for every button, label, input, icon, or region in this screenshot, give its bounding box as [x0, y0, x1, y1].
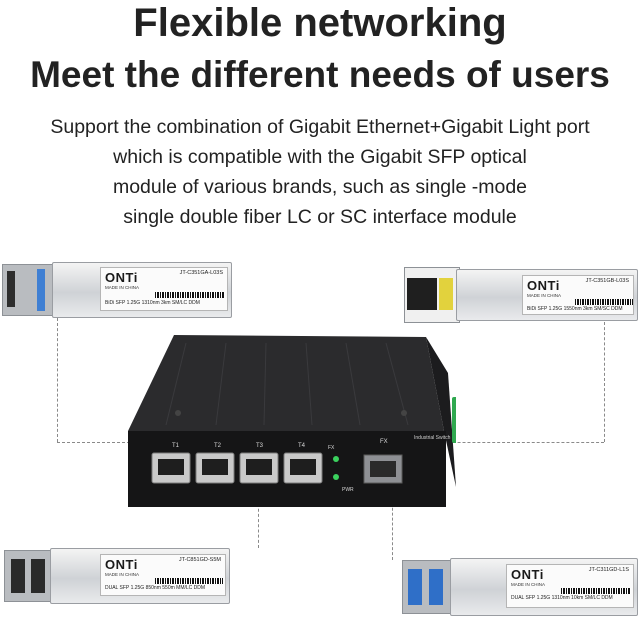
module-spec: DUAL SFP 1.25G 850nm 550m MM/LC DDM [105, 585, 206, 591]
sfp-module-bottom-right: ONTi JT-C311GD-L1S MADE IN CHINA DUAL SF… [402, 556, 638, 616]
sfp-connector-head [2, 264, 56, 316]
module-model: JT-C351GA-L03S [179, 270, 223, 276]
module-model: JT-C351GB-L03S [585, 278, 629, 284]
connector-top-right-horizontal [418, 442, 604, 443]
description-line-3: module of various brands, such as single… [112, 176, 528, 198]
module-made-in: MADE IN CHINA [105, 285, 140, 290]
port-label-t1: T1 [172, 443, 180, 449]
port-label-t2: T2 [214, 443, 222, 449]
fx-led [333, 456, 339, 462]
connector-top-left-vertical [57, 318, 58, 442]
sfp-connector-head [402, 560, 454, 614]
barcode [155, 578, 223, 584]
module-brand: ONTi [105, 270, 138, 285]
pwr-led-label: PWR [342, 487, 354, 493]
barcode [561, 588, 631, 594]
module-brand: ONTi [527, 278, 560, 293]
connector-bottom-right-vertical [392, 488, 393, 560]
sfp-module-top-left: ONTi JT-C351GA-L03S MADE IN CHINA BiDi S… [2, 260, 232, 320]
connector-top-right-vertical [604, 322, 605, 442]
module-brand: ONTi [511, 567, 544, 582]
module-model: JT-C311GD-L1S [588, 567, 629, 573]
switch-side-label: Industrial Switch [414, 435, 451, 441]
pwr-led [333, 474, 339, 480]
module-spec: DUAL SFP 1.25G 1310nm 10km SM/LC DDM [511, 595, 613, 601]
port-label-t3: T3 [256, 443, 264, 449]
module-model: JT-C851GD-S5M [178, 557, 221, 563]
port-label-t4: T4 [298, 443, 306, 449]
headline-secondary: Meet the different needs of users [30, 54, 610, 95]
sfp-connector-head [4, 550, 54, 602]
barcode [155, 292, 225, 298]
headline-primary: Flexible networking [133, 1, 507, 45]
module-made-in: MADE IN CHINA [511, 582, 546, 587]
module-brand: ONTi [105, 557, 138, 572]
sfp-module-bottom-left: ONTi JT-C851GD-S5M MADE IN CHINA DUAL SF… [4, 546, 230, 604]
description-line-2: which is compatible with the Gigabit SFP… [113, 146, 527, 168]
description-line-1: Support the combination of Gigabit Ether… [50, 116, 590, 138]
power-terminal [452, 397, 456, 443]
module-spec: BiDi SFP 1.25G 1310nm 3km SM/LC DDM [105, 300, 200, 306]
barcode [575, 299, 633, 305]
module-made-in: MADE IN CHINA [105, 572, 140, 577]
industrial-switch: T1 T2 T3 T4 FX PWR FX Industrial Switch [128, 335, 456, 507]
connector-bottom-left-vertical [258, 488, 259, 548]
connector-top-left-horizontal [57, 442, 145, 443]
sfp-module-top-right: ONTi JT-C351GB-L03S MADE IN CHINA BiDi S… [404, 265, 638, 323]
module-made-in: MADE IN CHINA [527, 293, 562, 298]
fx-port-label: FX [380, 439, 388, 445]
description-line-4: single double fiber LC or SC interface m… [123, 206, 517, 228]
module-spec: BiDi SFP 1.25G 1550nm 3km SM/SC DDM [527, 306, 623, 312]
sfp-connector-head [404, 267, 460, 323]
fx-led-label: FX [328, 445, 335, 451]
